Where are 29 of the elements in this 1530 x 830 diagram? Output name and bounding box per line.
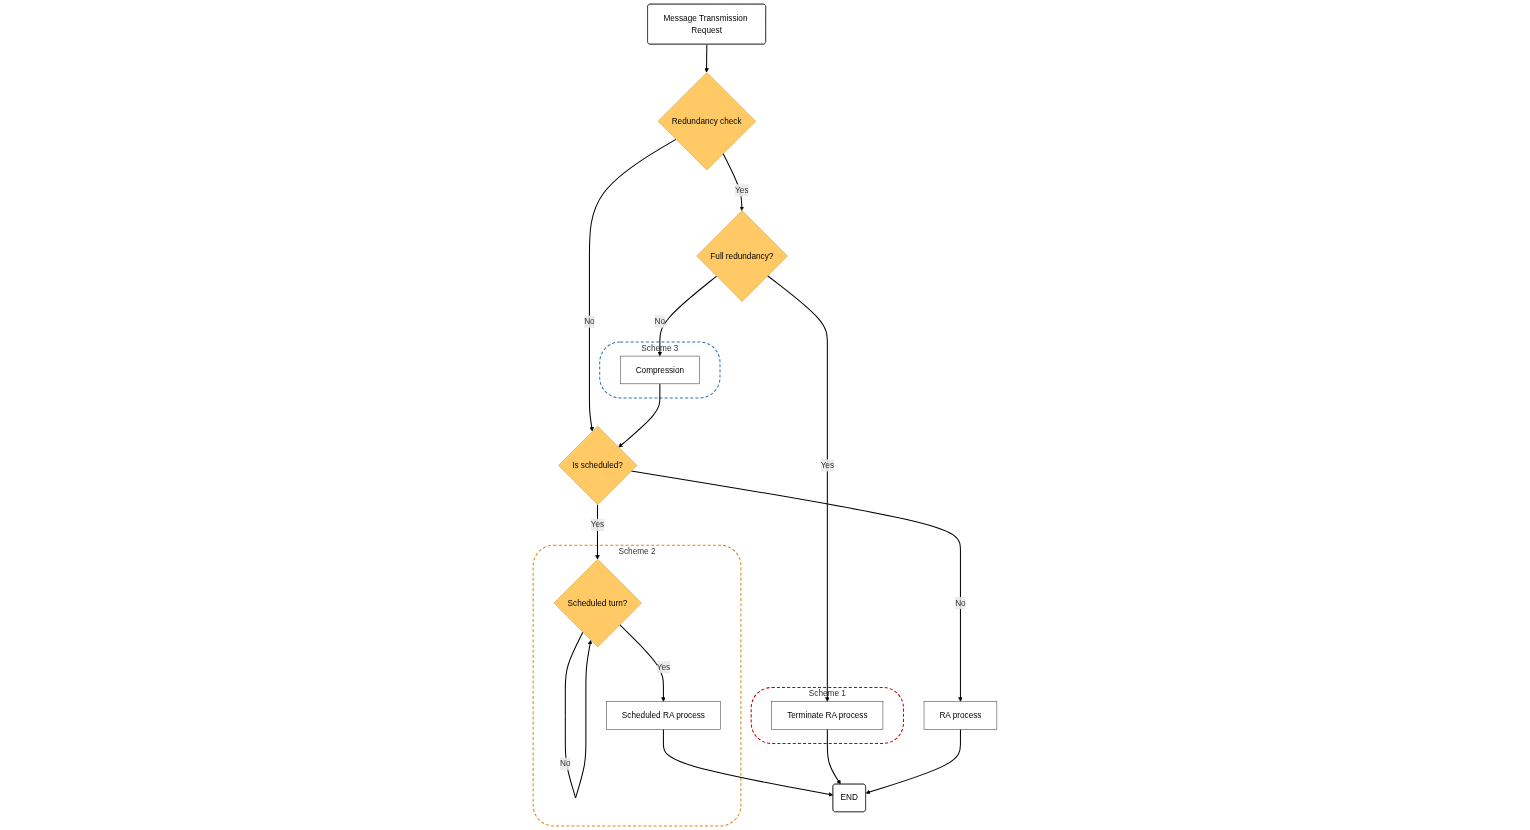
edge-label: No [560,759,571,768]
arrow [630,470,963,702]
arrow [865,728,961,795]
arrow [662,728,834,797]
edge-label: No [584,317,595,326]
arrow [618,383,661,448]
arrow [588,138,677,432]
node-box: Terminate RA process [771,701,884,730]
arrow [826,728,841,785]
node-box: RA process [923,701,998,730]
node-box: Scheduled RA process [606,701,721,730]
edge-label: No [955,598,966,608]
node-diamond: Redundancy check [657,72,756,171]
arrow [564,631,593,799]
edge-label: Yes [735,185,749,195]
arrow [619,624,666,702]
node-diamond: Is scheduled? [558,425,638,505]
edge-label: Yes [590,520,605,530]
arrow [704,43,709,73]
arrow [595,504,600,560]
node-diamond: Scheduled turn? [553,559,642,648]
arrow [766,275,830,702]
node-box: Compression [620,355,700,385]
node-diamond: Full redundancy? [696,210,788,302]
arrow [722,153,745,211]
edge-label: Yes [656,662,671,672]
arrow [657,275,718,357]
edge-label: Yes [820,460,835,470]
edge-label: No [654,317,666,326]
